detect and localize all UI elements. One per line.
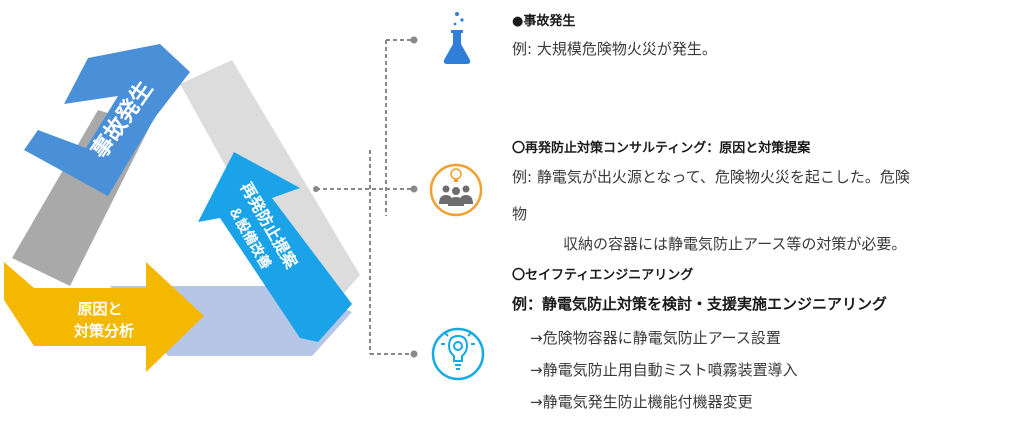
consulting-example-line1: 例: 静電気が出火源となって、危険物火災を起こした。危険 (512, 168, 910, 186)
connector-lines (316, 39, 414, 355)
arrow-incident (24, 44, 190, 196)
consulting-heading: 〇再発防止対策コンサルティング：原因と対策提案 (512, 141, 811, 156)
incident-heading: ●事故発生 (512, 14, 576, 29)
engineering-example: 例：静電気防止対策を検討・支援実施エンジニアリング (512, 295, 888, 313)
flask-icon (443, 12, 471, 64)
engineering-item: →静電気防止用自動ミスト噴霧装置導入 (530, 361, 798, 379)
engineering-item: →静電気発生防止機能付機器変更 (530, 393, 753, 411)
arrow-analysis-label-2: 対策分析 (73, 322, 134, 340)
consulting-example-line2: 物 (512, 205, 528, 223)
engineering-item: →危険物容器に静電気防止アース設置 (530, 329, 781, 347)
arrow-analysis (4, 262, 204, 372)
connector-dot-3 (410, 350, 418, 358)
connector-dot-2 (410, 185, 418, 193)
incident-example: 例: 大規模危険物火災が発生。 (512, 40, 717, 58)
consulting-example-line3: 収納の容器には静電気防止アース等の対策が必要。 (563, 235, 907, 253)
connector-dot-1 (410, 36, 418, 44)
lightbulb-gear-icon (431, 327, 485, 381)
connector-dot-main (313, 186, 319, 192)
arrow-prevention (198, 152, 352, 342)
engineering-heading: 〇セイフティエンジニアリング (512, 268, 694, 283)
team-idea-icon (429, 163, 483, 217)
arrow-analysis-label-1: 原因と (77, 301, 122, 318)
